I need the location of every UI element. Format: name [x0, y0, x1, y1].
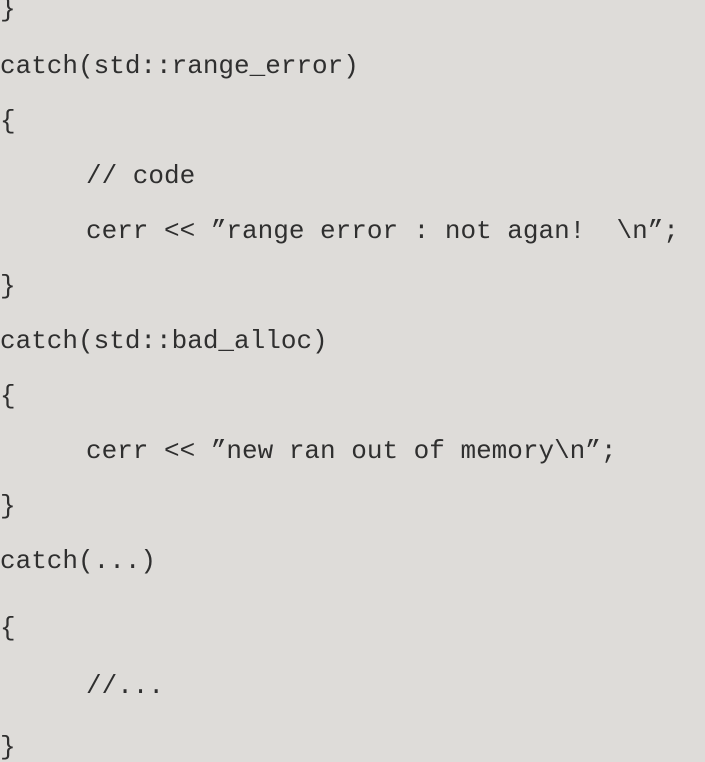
code-line-cerr-memory: cerr << ”new ran out of memory\n”; [86, 436, 617, 466]
code-line-catch-all: catch(...) [0, 546, 157, 576]
code-line-comment: // code [86, 161, 196, 191]
code-line-catch-bad-alloc: catch(std::bad_alloc) [0, 326, 328, 356]
code-line-close-brace: } [0, 271, 16, 301]
code-line-open-brace: { [0, 613, 16, 643]
code-line-cerr-range: cerr << ”range error : not agan! \n”; [86, 216, 679, 246]
code-line-close-brace: } [0, 732, 16, 762]
code-line-comment-ellipsis: //... [86, 671, 165, 701]
code-line-close-brace: } [0, 0, 16, 24]
code-line-close-brace: } [0, 491, 16, 521]
code-line-open-brace: { [0, 381, 16, 411]
code-line-catch-range-error: catch(std::range_error) [0, 51, 359, 81]
code-line-open-brace: { [0, 106, 16, 136]
